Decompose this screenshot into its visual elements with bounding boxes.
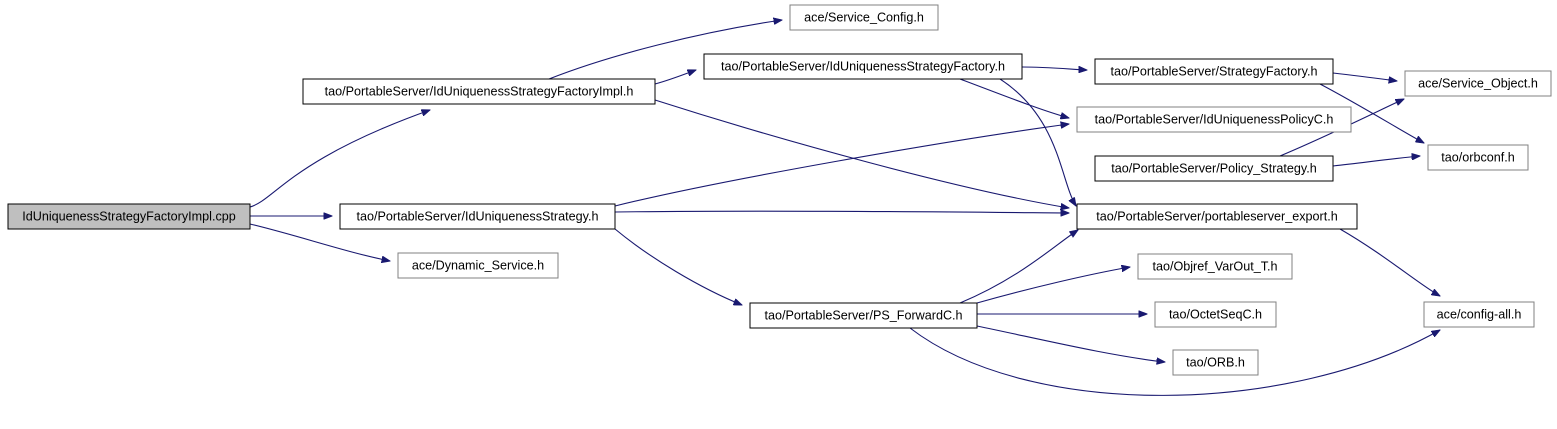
graph-node-root[interactable]: IdUniquenessStrategyFactoryImpl.cpp xyxy=(7,203,251,230)
dependency-edge xyxy=(1021,67,1087,70)
graph-node[interactable]: tao/PortableServer/IdUniquenessPolicyC.h xyxy=(1076,106,1352,133)
dependency-edge xyxy=(959,230,1078,304)
node-label: ace/config-all.h xyxy=(1437,307,1522,321)
node-box[interactable] xyxy=(1427,144,1529,171)
node-box[interactable] xyxy=(749,302,978,329)
graph-node[interactable]: tao/orbconf.h xyxy=(1427,144,1529,171)
graph-node[interactable]: tao/PortableServer/IdUniquenessStrategy.… xyxy=(339,203,616,230)
graph-node[interactable]: tao/PortableServer/PS_ForwardC.h xyxy=(749,302,978,329)
node-box[interactable] xyxy=(302,78,656,105)
dependency-edge xyxy=(614,228,742,306)
dependency-edge xyxy=(654,99,1069,208)
node-box[interactable] xyxy=(789,4,939,31)
edges-layer xyxy=(249,20,1440,396)
dependency-edge xyxy=(1339,228,1440,296)
graph-node[interactable]: tao/OctetSeqC.h xyxy=(1154,301,1277,328)
dependency-edge xyxy=(614,211,1069,213)
node-box[interactable] xyxy=(703,53,1023,80)
graph-node[interactable]: ace/config-all.h xyxy=(1423,301,1535,328)
node-label: tao/PortableServer/StrategyFactory.h xyxy=(1111,64,1318,78)
dependency-edge xyxy=(249,110,430,208)
graph-node[interactable]: tao/ORB.h xyxy=(1172,349,1259,376)
node-box[interactable] xyxy=(1094,58,1334,85)
graph-node[interactable]: ace/Service_Config.h xyxy=(789,4,939,31)
node-box[interactable] xyxy=(1423,301,1535,328)
node-label: ace/Dynamic_Service.h xyxy=(412,258,544,272)
node-box[interactable] xyxy=(1404,70,1552,97)
dependency-edge xyxy=(614,124,1069,207)
node-label: tao/OctetSeqC.h xyxy=(1169,307,1262,321)
node-label: tao/PortableServer/IdUniquenessStrategy.… xyxy=(357,209,599,223)
node-label: tao/PortableServer/IdUniquenessStrategyF… xyxy=(325,84,634,98)
dependency-edge xyxy=(1332,72,1397,81)
node-label: tao/PortableServer/IdUniquenessPolicyC.h xyxy=(1095,112,1334,126)
dependency-edge xyxy=(976,267,1130,304)
node-box[interactable] xyxy=(1076,203,1358,230)
node-box[interactable] xyxy=(1094,155,1334,182)
node-label: ace/Service_Config.h xyxy=(804,10,924,24)
node-box[interactable] xyxy=(397,252,559,279)
node-label: tao/PortableServer/PS_ForwardC.h xyxy=(764,308,962,322)
node-label: IdUniquenessStrategyFactoryImpl.cpp xyxy=(22,209,236,223)
graph-node[interactable]: tao/PortableServer/Policy_Strategy.h xyxy=(1094,155,1334,182)
dependency-edge xyxy=(249,223,390,261)
node-box[interactable] xyxy=(7,203,251,230)
dependency-edge xyxy=(999,78,1076,206)
node-label: tao/PortableServer/portableserver_export… xyxy=(1096,209,1338,223)
node-box[interactable] xyxy=(1154,301,1277,328)
dependency-edge xyxy=(959,78,1069,118)
graph-node[interactable]: tao/Objref_VarOut_T.h xyxy=(1137,253,1293,280)
nodes-layer: IdUniquenessStrategyFactoryImpl.cpp tao/P… xyxy=(7,4,1552,376)
dependency-edge xyxy=(976,325,1165,362)
graph-node[interactable]: tao/PortableServer/StrategyFactory.h xyxy=(1094,58,1334,85)
node-box[interactable] xyxy=(1076,106,1352,133)
graph-node[interactable]: tao/PortableServer/IdUniquenessStrategyF… xyxy=(703,53,1023,80)
dependency-edge xyxy=(1332,156,1420,167)
node-box[interactable] xyxy=(339,203,616,230)
node-box[interactable] xyxy=(1172,349,1259,376)
node-box[interactable] xyxy=(1137,253,1293,280)
graph-node[interactable]: ace/Service_Object.h xyxy=(1404,70,1552,97)
dependency-edge xyxy=(1319,83,1424,143)
node-label: tao/Objref_VarOut_T.h xyxy=(1152,259,1277,273)
dependency-edge xyxy=(654,70,696,85)
dependency-edge xyxy=(1279,99,1404,157)
node-label: tao/PortableServer/IdUniquenessStrategyF… xyxy=(721,59,1005,73)
node-label: tao/ORB.h xyxy=(1186,355,1245,369)
node-label: tao/orbconf.h xyxy=(1441,150,1515,164)
dependency-edge xyxy=(548,20,782,80)
node-label: ace/Service_Object.h xyxy=(1418,76,1538,90)
graph-node[interactable]: tao/PortableServer/IdUniquenessStrategyF… xyxy=(302,78,656,105)
graph-node[interactable]: tao/PortableServer/portableserver_export… xyxy=(1076,203,1358,230)
graph-node[interactable]: ace/Dynamic_Service.h xyxy=(397,252,559,279)
node-label: tao/PortableServer/Policy_Strategy.h xyxy=(1111,161,1317,175)
dependency-edge xyxy=(909,327,1440,396)
